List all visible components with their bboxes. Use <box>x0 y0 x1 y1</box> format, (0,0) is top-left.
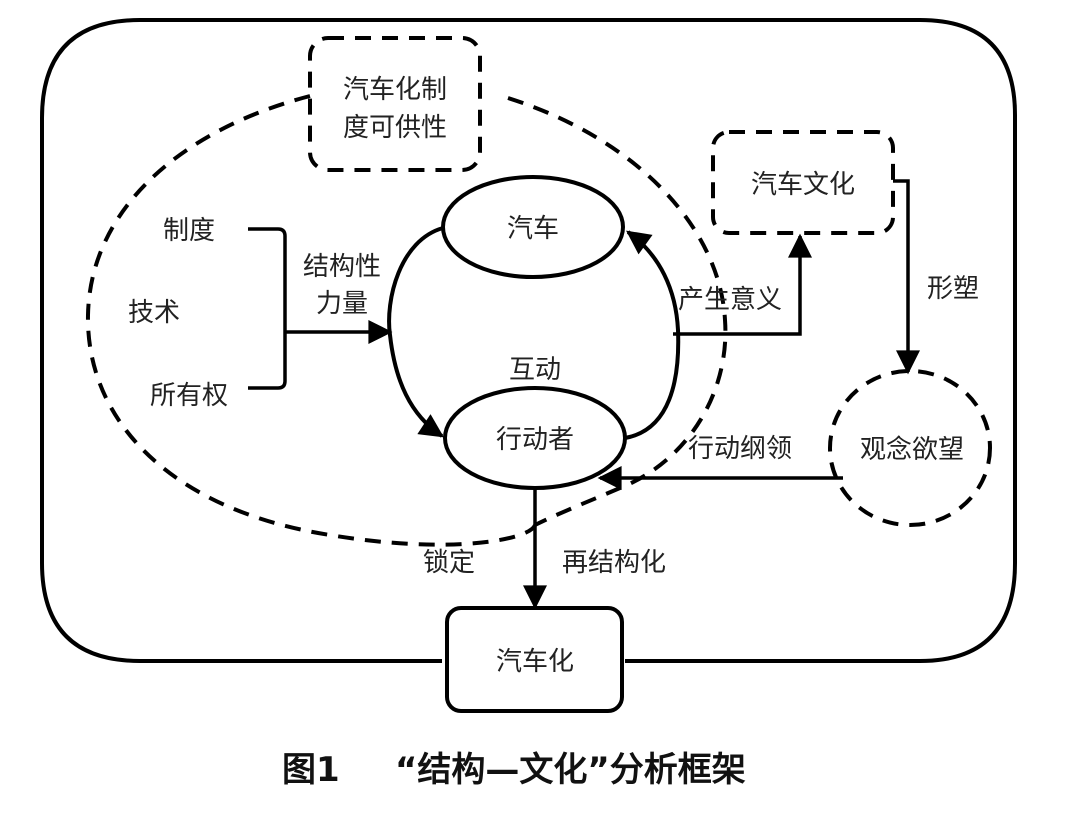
car-culture-label: 汽车文化 <box>751 170 855 200</box>
interaction-arc-left <box>387 226 445 438</box>
restructuring-label: 再结构化 <box>562 548 666 578</box>
produce-meaning-label: 产生意义 <box>678 285 782 315</box>
structural-force-label-1: 结构性 <box>303 252 381 282</box>
factor-institution: 制度 <box>163 216 215 246</box>
outer-frame <box>40 18 1017 663</box>
factors-bracket <box>248 227 287 390</box>
factor-ownership: 所有权 <box>150 381 228 411</box>
institutional-affordance-box <box>308 36 482 172</box>
institutional-affordance-label-2: 度可供性 <box>343 113 447 143</box>
produce-meaning-arrow <box>673 233 812 336</box>
structure-domain-ellipse-right <box>507 96 728 527</box>
shape-arrow <box>893 179 920 375</box>
car-culture-box <box>711 130 895 235</box>
car-node <box>441 175 625 279</box>
automobilization-label: 汽车化 <box>496 647 574 677</box>
figure-number: 图1 <box>282 750 340 790</box>
shape-label: 形塑 <box>927 274 979 304</box>
interaction-arc-right <box>624 230 681 440</box>
interaction-label: 互动 <box>509 355 561 385</box>
institutional-affordance-label-1: 汽车化制 <box>343 75 447 105</box>
actor-label: 行动者 <box>496 425 574 455</box>
factor-technology: 技术 <box>128 298 180 328</box>
ideas-desires-circle <box>828 369 992 527</box>
structure-domain-ellipse <box>85 94 537 547</box>
ideas-desires-label: 观念欲望 <box>860 435 964 465</box>
structural-force-label-2: 力量 <box>316 289 368 319</box>
figure-title: “结构—文化”分析框架 <box>395 750 746 790</box>
lock-in-label: 锁定 <box>423 548 475 578</box>
action-program-label: 行动纲领 <box>688 434 792 464</box>
car-label: 汽车 <box>507 214 559 244</box>
